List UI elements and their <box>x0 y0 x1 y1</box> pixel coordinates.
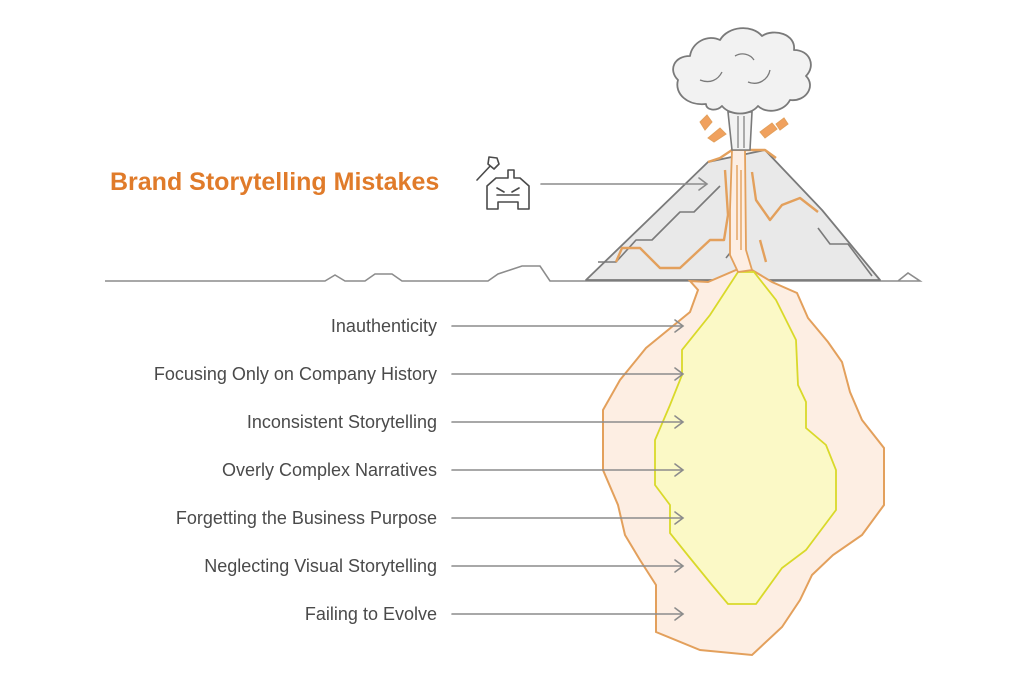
item-label-3: Inconsistent Storytelling <box>246 412 437 432</box>
item-label-5: Forgetting the Business Purpose <box>175 508 437 528</box>
arrow-5 <box>451 511 685 525</box>
item-label-6: Neglecting Visual Storytelling <box>204 556 437 576</box>
lava-splash-right <box>759 117 789 139</box>
lava-splash-left <box>699 114 727 143</box>
ground-line <box>105 265 923 282</box>
diagram-title: Brand Storytelling Mistakes <box>110 168 440 196</box>
arrow-4 <box>451 463 685 477</box>
ash-cloud <box>672 27 812 115</box>
arrow-1 <box>451 319 685 333</box>
arrow-3 <box>451 415 685 429</box>
item-label-7: Failing to Evolve <box>304 604 437 624</box>
item-label-2: Focusing Only on Company History <box>153 364 437 384</box>
lava-flow-right <box>745 148 819 263</box>
ash-cloud-details <box>699 53 771 84</box>
item-label-4: Overly Complex Narratives <box>221 460 437 480</box>
title-arrow <box>540 177 709 191</box>
arrow-2 <box>451 367 685 381</box>
smoke-column <box>727 111 753 151</box>
magma-core <box>654 271 837 605</box>
conduit-streaks <box>736 165 742 250</box>
arrow-7 <box>451 607 685 621</box>
smoke-column-streaks <box>737 116 745 148</box>
axe-house-icon <box>476 156 530 210</box>
item-label-1: Inauthenticity <box>330 316 437 336</box>
item-arrows <box>451 319 685 621</box>
lava-flow-left <box>614 149 733 270</box>
arrow-6 <box>451 559 685 573</box>
